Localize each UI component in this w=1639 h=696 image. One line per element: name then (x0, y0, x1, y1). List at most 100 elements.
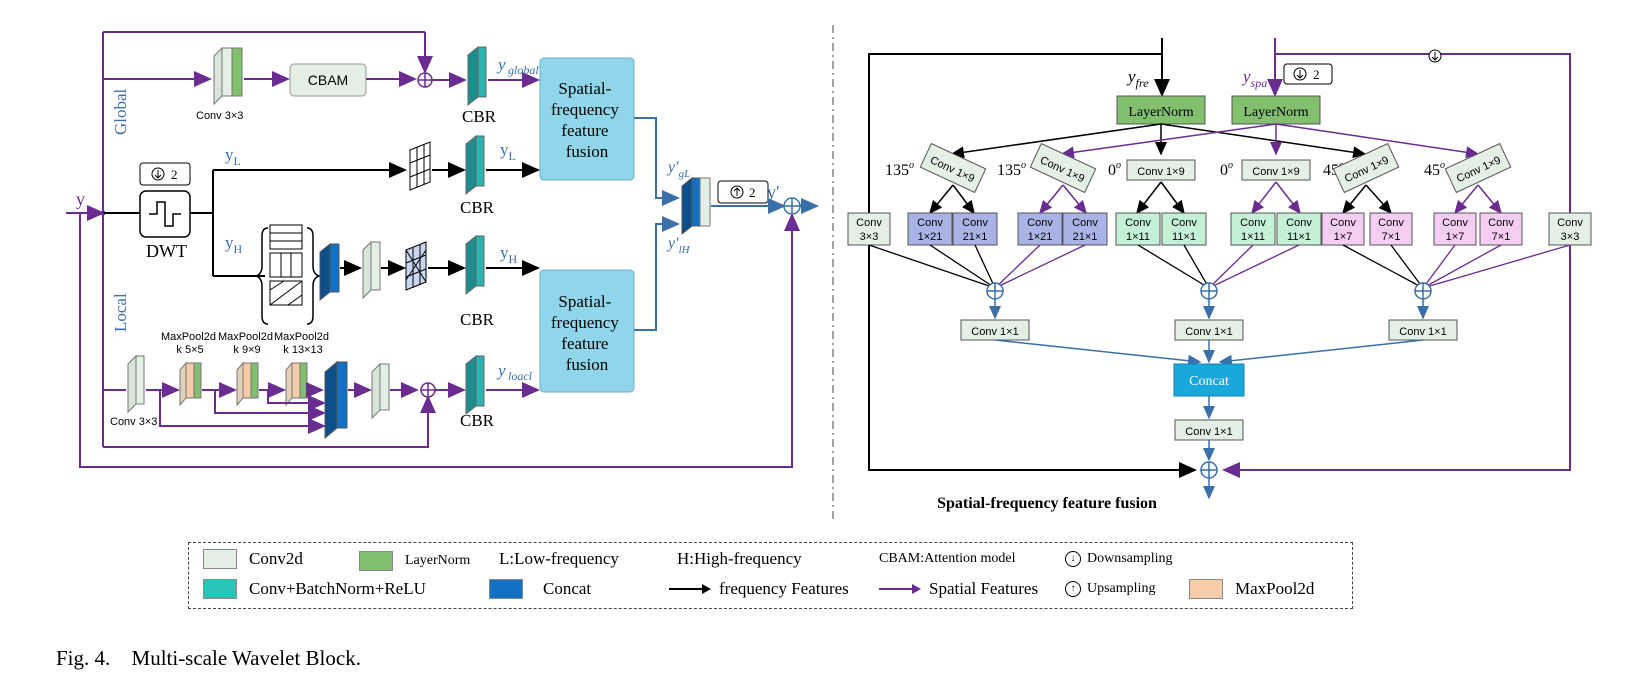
low-freq-grid-icon (409, 141, 431, 191)
y-spa-label: yspa (1241, 67, 1267, 90)
local-conv3x3-label: Conv 3×3 (110, 416, 157, 428)
legend-cbam: CBAM:Attention model (879, 551, 1016, 567)
y-gL-label: y′gL (666, 159, 690, 180)
angle-labels: 135o 135o 0o 0o 45o 45o (885, 160, 1445, 179)
down2-label: 2 (171, 167, 178, 182)
legend-maxpool: MaxPool2d (1189, 579, 1314, 599)
cbr-L-label: CBR (460, 198, 495, 217)
legend-layernorm-swatch (359, 551, 393, 571)
upsample-icon (730, 185, 744, 199)
figure-caption: Fig. 4. Multi-scale Wavelet Block. (56, 646, 361, 671)
legend: Conv2d LayerNorm L:Low-frequency H:High-… (188, 542, 1353, 609)
sff-top-box (539, 57, 635, 181)
conv1x9-0-fre: Conv 1×9 (1126, 159, 1196, 181)
legend-low-label: L:Low-frequency (499, 549, 619, 568)
global-conv3x3-label: Conv 3×3 (196, 110, 243, 122)
dwt-label: DWT (146, 241, 187, 261)
maxpool-2-block (236, 361, 259, 407)
downsample-2-box (139, 162, 191, 186)
conv1x1-135-box: Conv 1×1 (960, 319, 1030, 341)
right-panel-title: Spatial-frequency feature fusion (937, 495, 1157, 512)
cbr-H-block (465, 234, 485, 296)
legend-maxpool-label: MaxPool2d (1235, 579, 1315, 598)
downsample-icon (151, 167, 165, 181)
black-arrow-icon (669, 584, 711, 594)
maxpool-2-label: MaxPool2d k 9×9 (218, 331, 276, 356)
legend-cbam-label: CBAM:Attention model (879, 551, 1016, 566)
svg-text:Conv 1×1: Conv 1×1 (971, 326, 1018, 338)
conv-H-block (362, 240, 381, 300)
svg-text:Conv 1×1: Conv 1×1 (1185, 426, 1232, 438)
legend-layernorm-label: LayerNorm (405, 553, 471, 568)
legend-concat-swatch (489, 579, 523, 599)
angle-135-fre: 135o (885, 160, 914, 179)
legend-maxpool-swatch (1189, 579, 1223, 599)
cbr-local-block (465, 354, 485, 416)
y-fre-label: yfre (1126, 67, 1149, 90)
high-freq-grid-icon (405, 241, 427, 291)
y-L-out-label: yL (500, 140, 516, 163)
legend-upsampling-label: Upsampling (1087, 581, 1156, 596)
legend-spatial-label: Spatial Features (929, 579, 1039, 598)
purple-arrow-icon (879, 584, 921, 594)
conv1x1-final-box: Conv 1×1 (1174, 419, 1244, 441)
downsampling-icon: ↓ (1065, 551, 1081, 567)
sum-node-final (1200, 461, 1218, 479)
svg-text:Conv 1×9: Conv 1×9 (1252, 166, 1299, 178)
right-panel: yfre yspa 2 LayerNorm LayerNorm 135o 135… (847, 38, 1592, 512)
angle-135-spa: 135o (997, 160, 1026, 179)
concat-right-box: Concat (1173, 363, 1245, 397)
y-local-y: y (496, 361, 506, 380)
angle-0-fre: 0o (1108, 160, 1121, 179)
legend-freq: frequency Features (669, 579, 849, 599)
conv1x9-0-spa: Conv 1×9 (1241, 159, 1311, 181)
cbr-H-label: CBR (460, 310, 495, 329)
input-label: y (76, 189, 85, 209)
concat-fusion-block (681, 176, 711, 236)
cbr-L-block (465, 134, 485, 196)
legend-upsampling: ↑ Upsampling (1065, 581, 1155, 597)
caption-text: Multi-scale Wavelet Block. (131, 646, 361, 670)
concat-H-block (319, 242, 340, 302)
local-label: Local (111, 293, 130, 332)
legend-freq-label: frequency Features (719, 579, 849, 598)
output-label: y′ (767, 182, 780, 202)
legend-conv2d-swatch (203, 549, 237, 569)
legend-high: H:High-frequency (677, 549, 802, 569)
conv1x1-0-box: Conv 1×1 (1174, 319, 1244, 341)
global-label: Global (111, 88, 130, 135)
svg-text:Conv 1×1: Conv 1×1 (1399, 326, 1446, 338)
svg-text:Conv 1×9: Conv 1×9 (1137, 166, 1184, 178)
legend-conv2d-label: Conv2d (249, 549, 303, 568)
maxpool-1-label: MaxPool2d k 5×5 (161, 331, 219, 356)
y-global-sub: global (508, 63, 539, 77)
high-freq-subbands-icon (253, 224, 322, 325)
legend-low: L:Low-frequency (499, 549, 619, 569)
legend-high-label: H:High-frequency (677, 549, 802, 568)
up2-label: 2 (749, 185, 756, 200)
down2-right-label: 2 (1313, 67, 1320, 82)
local-conv3x3-block (127, 354, 145, 414)
y-L-label: yL (225, 145, 241, 168)
conv-local-block (371, 362, 390, 420)
sum-node-0 (1200, 282, 1218, 300)
